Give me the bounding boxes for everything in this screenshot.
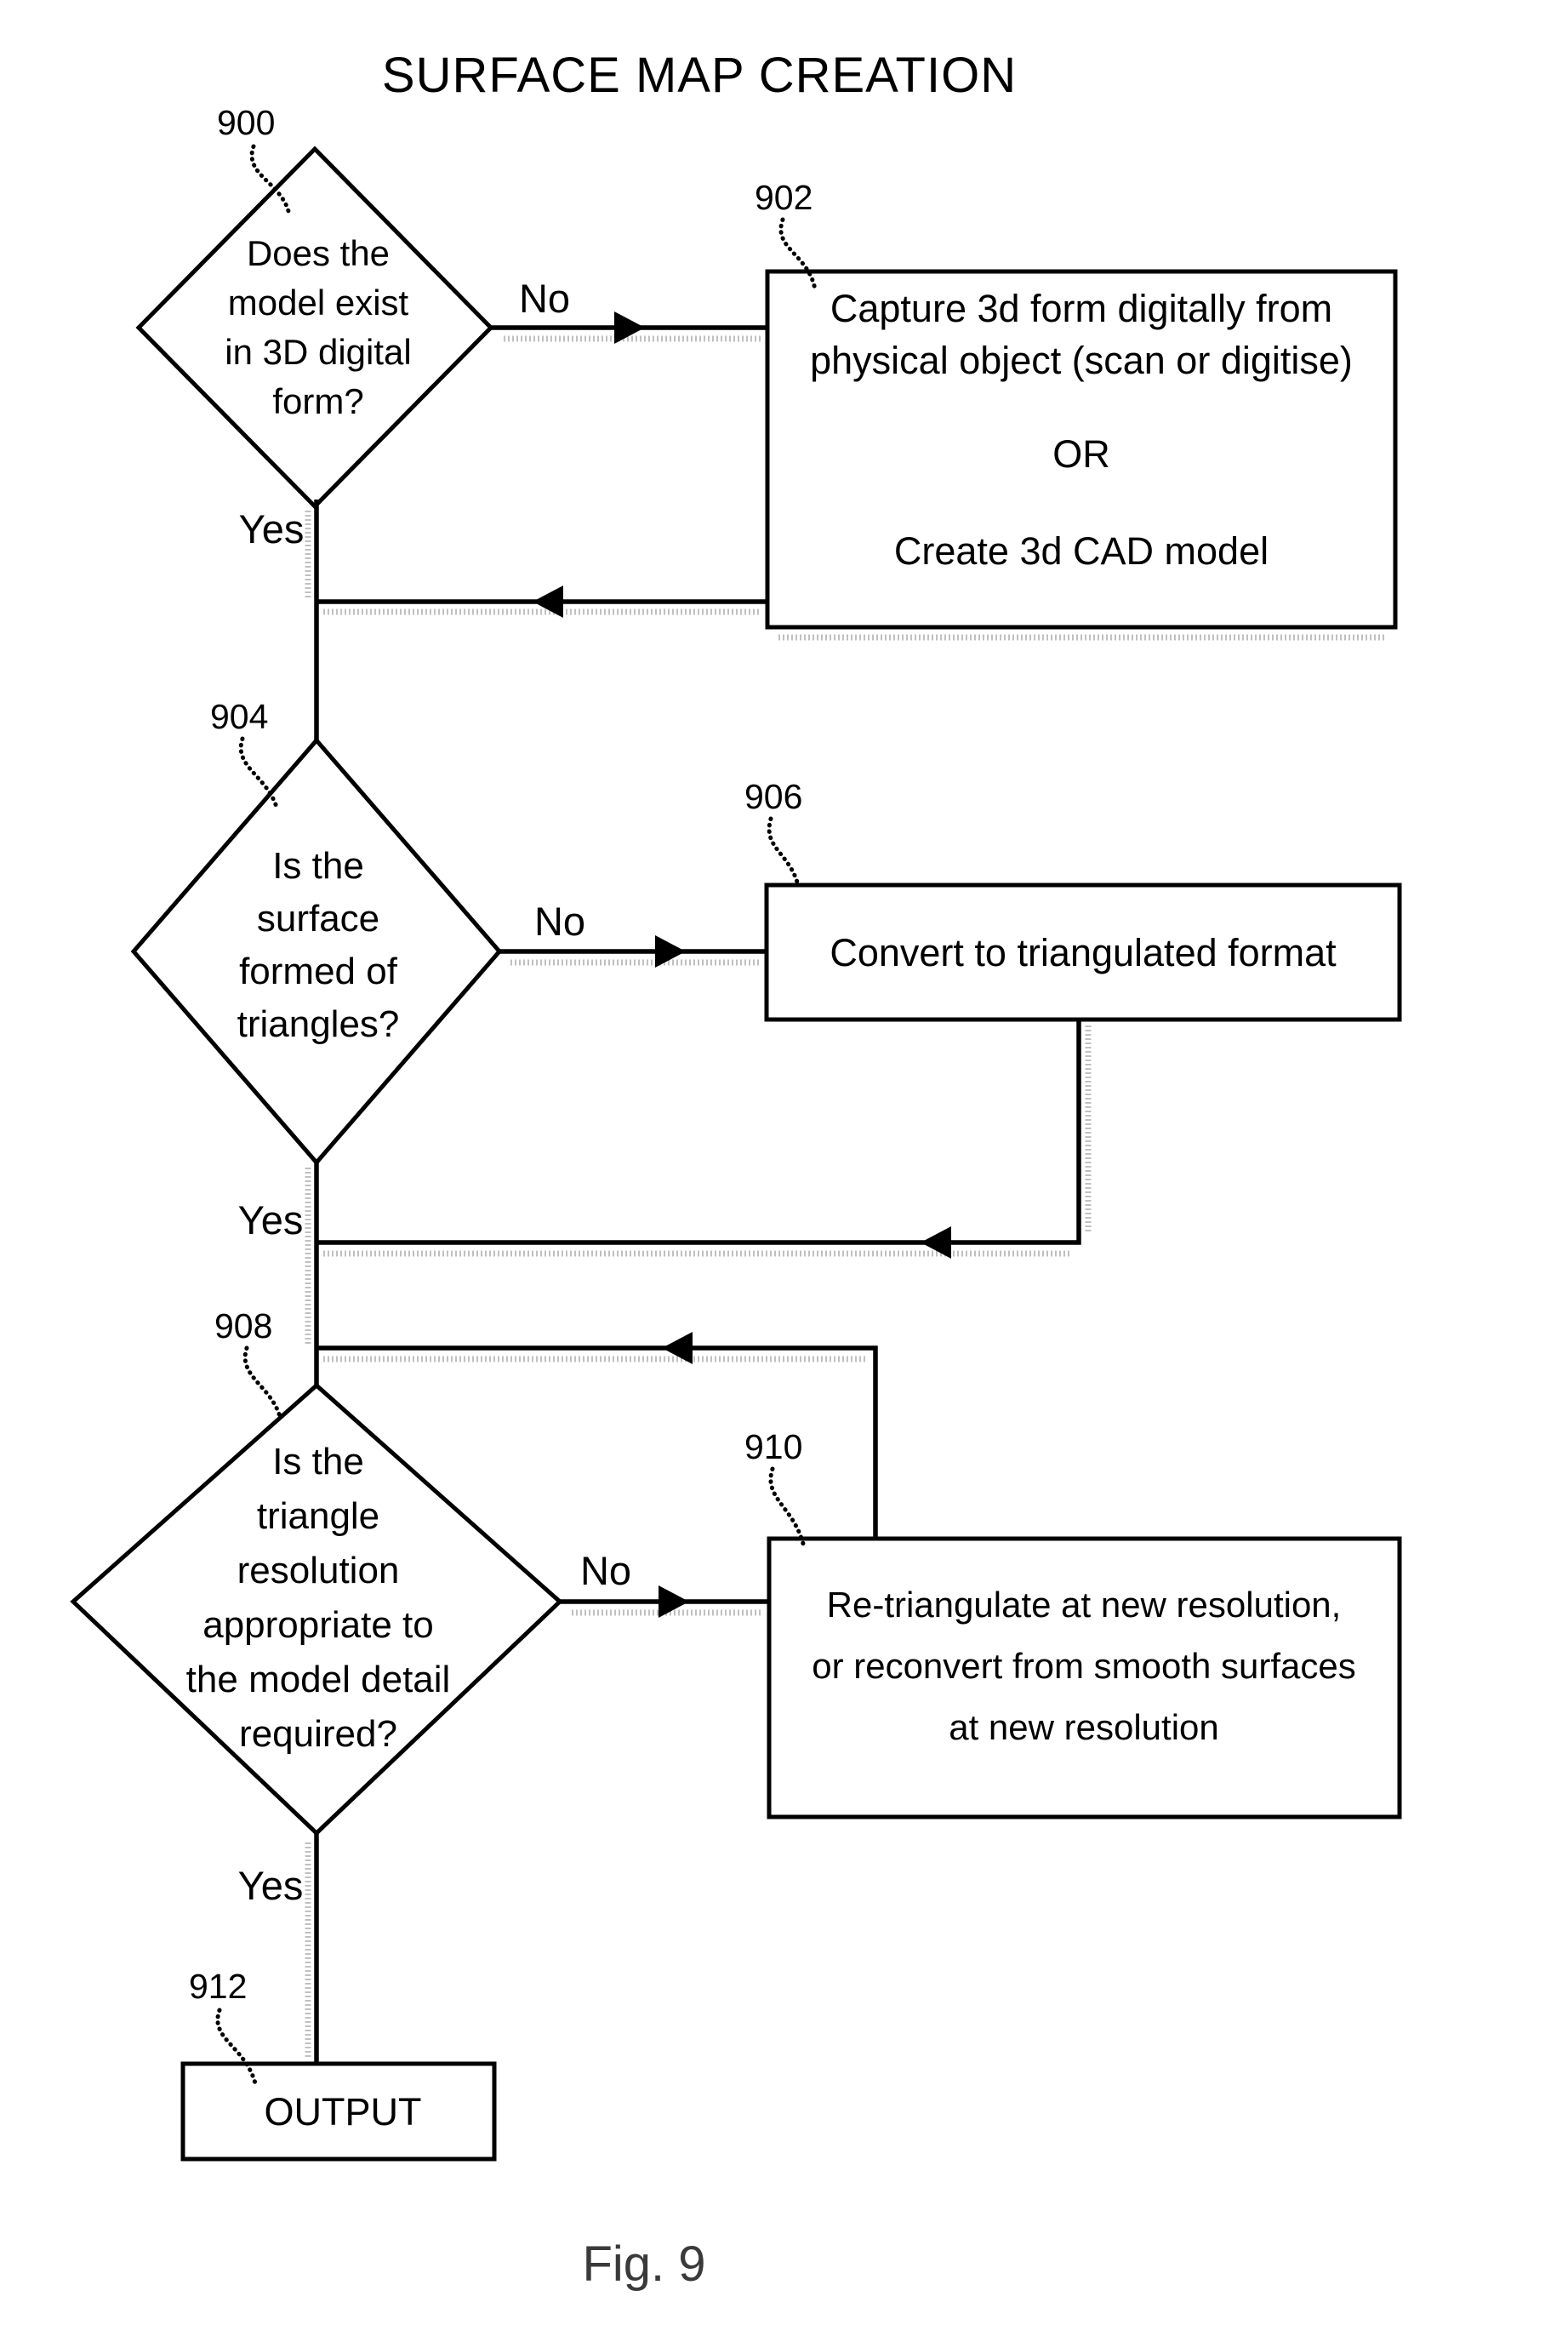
ref-label-902: 902	[755, 178, 813, 217]
decision-text-line: triangle	[257, 1495, 379, 1537]
process-910: 910 Re-triangulate at new resolution, or…	[744, 1427, 1402, 1819]
decision-diamond-904	[130, 737, 503, 1166]
decision-text-line: required?	[239, 1713, 397, 1755]
figure-caption: Fig. 9	[582, 2236, 705, 2292]
decision-text-line: surface	[257, 898, 379, 940]
process-902: 902 Capture 3d form digitally from physi…	[755, 178, 1398, 630]
process-box-910	[767, 1536, 1402, 1819]
output-box-912	[180, 2061, 497, 2162]
decision-908: 908 Is the triangle resolution appropria…	[70, 1306, 563, 1836]
arrowhead-left-icon	[921, 1226, 951, 1259]
ref-label-910: 910	[744, 1427, 802, 1466]
ref-label-906: 906	[744, 777, 802, 816]
no-label-900: No	[519, 276, 570, 321]
process-text-line: Convert to triangulated format	[830, 931, 1337, 974]
process-text-line: OR	[1052, 432, 1110, 476]
process-text-line: at new resolution	[949, 1707, 1219, 1747]
leader-squiggle-912	[215, 2008, 258, 2086]
decision-text-line: form?	[272, 381, 363, 421]
yes-label-900: Yes	[239, 506, 305, 551]
decision-904: 904 Is the surface formed of triangles?	[130, 697, 503, 1166]
decision-text-line: Is the	[272, 1441, 364, 1482]
arrowhead-right-icon	[659, 1585, 689, 1618]
leader-squiggle-910	[768, 1466, 806, 1546]
decision-text-line: triangles?	[237, 1003, 400, 1045]
leader-squiggle-908	[242, 1345, 283, 1422]
arrowhead-left-icon	[533, 586, 563, 618]
decision-text-line: appropriate to	[202, 1604, 434, 1646]
process-text-line: Re-triangulate at new resolution,	[827, 1585, 1342, 1625]
decision-text-line: formed of	[239, 951, 398, 992]
connectors	[314, 311, 1081, 2065]
arrowhead-right-icon	[655, 935, 686, 968]
process-box-906	[764, 883, 1402, 1022]
leader-squiggle-902	[778, 217, 818, 292]
decision-text-line: model exist	[228, 283, 409, 323]
decision-diamond-908	[70, 1382, 563, 1836]
decision-text-line: Is the	[272, 845, 364, 887]
connector-return-910-spine	[316, 1345, 878, 1540]
diagram-title: SURFACE MAP CREATION	[382, 48, 1017, 103]
arrowhead-left-icon	[662, 1332, 693, 1364]
ref-label-900: 900	[217, 103, 275, 142]
yes-label-908: Yes	[238, 1863, 304, 1908]
ref-label-908: 908	[214, 1306, 272, 1345]
process-text-line: Create 3d CAD model	[894, 529, 1269, 573]
edge-labels: No Yes No Yes No Yes	[238, 276, 631, 1908]
leader-squiggle-906	[767, 816, 801, 888]
decision-diamond-900	[135, 146, 494, 510]
decision-text-line: in 3D digital	[225, 332, 411, 372]
decision-text-line: Does the	[247, 233, 390, 273]
process-906: 906 Convert to triangulated format	[744, 777, 1402, 1022]
yes-label-904: Yes	[238, 1197, 304, 1242]
decision-text-line: resolution	[237, 1550, 400, 1591]
ref-label-912: 912	[189, 1967, 247, 2006]
connector-return-906-spine	[316, 1020, 1081, 1245]
no-label-904: No	[534, 899, 585, 944]
no-label-908: No	[580, 1548, 631, 1593]
leader-squiggle-904	[238, 736, 280, 813]
process-box-902	[765, 269, 1398, 630]
process-text-line: or reconvert from smooth surfaces	[812, 1646, 1356, 1686]
halftone-shadows	[305, 335, 1387, 2059]
process-text-line: Capture 3d form digitally from	[830, 287, 1332, 330]
leader-squiggle-900	[249, 144, 292, 217]
decision-900: 900 Does the model exist in 3D digital f…	[135, 103, 494, 510]
output-text: OUTPUT	[265, 2090, 422, 2134]
process-text-line: physical object (scan or digitise)	[810, 339, 1353, 382]
ref-label-904: 904	[210, 697, 268, 736]
arrowhead-right-icon	[614, 311, 645, 344]
output-912: 912 OUTPUT	[180, 1967, 497, 2162]
decision-text-line: the model detail	[186, 1659, 451, 1700]
